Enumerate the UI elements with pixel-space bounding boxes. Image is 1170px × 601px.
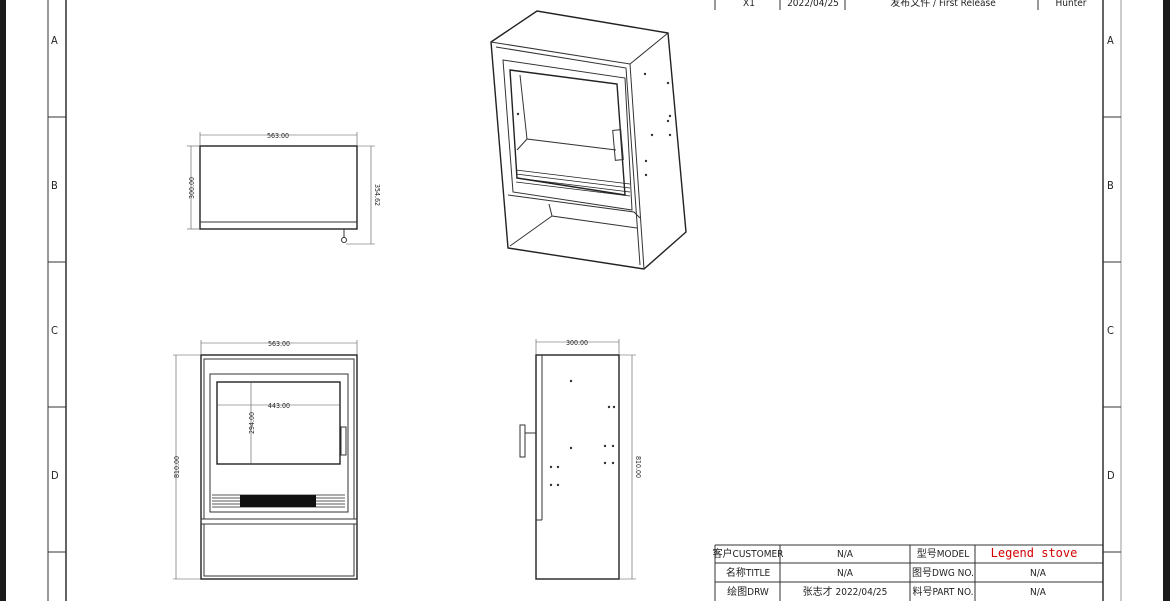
cad-drawing: A B C D A B C D X1 2022/04/25 发布文件 / Fir… <box>47 0 1122 601</box>
title-block: 客户CUSTOMER N/A 型号MODEL Legend stove 名称TI… <box>713 544 1103 601</box>
dimension-label: 300.00 <box>566 339 588 347</box>
model-value: Legend stove <box>991 546 1078 560</box>
top-view: 563.00 300.00 354.62 <box>187 132 381 245</box>
dimension-label: 443.00 <box>268 402 290 410</box>
model-label: 型号MODEL <box>917 547 969 560</box>
drw-label: 绘图DRW <box>727 585 769 598</box>
revision-author: Hunter <box>1056 0 1087 9</box>
dwg-no-label: 图号DWG NO. <box>912 567 974 579</box>
zone-label: A <box>1107 34 1114 47</box>
side-view: 300.00 810.00 <box>519 339 642 580</box>
title-value: N/A <box>837 568 854 579</box>
zone-label: C <box>1107 324 1114 337</box>
front-view: 563.00 810.00 443.00 294.00 <box>173 340 358 580</box>
revision-number: X1 <box>743 0 755 9</box>
customer-label: 客户CUSTOMER <box>713 547 784 560</box>
sheet-border: A B C D A B C D <box>47 0 1122 601</box>
isometric-view <box>490 10 687 270</box>
dimension-label: 294.00 <box>248 412 256 434</box>
zone-label: B <box>1107 179 1114 192</box>
title-label: 名称TITLE <box>726 566 771 579</box>
dimension-label: 563.00 <box>267 132 289 140</box>
part-no-value: N/A <box>1030 587 1047 598</box>
dimension-label: 810.00 <box>634 456 642 478</box>
zone-label: C <box>51 324 58 337</box>
dimension-label: 810.00 <box>173 456 181 478</box>
revision-date: 2022/04/25 <box>787 0 839 9</box>
drawing-sheet: A B C D A B C D X1 2022/04/25 发布文件 / Fir… <box>6 0 1163 601</box>
zone-label: A <box>51 34 58 47</box>
dwg-no-value: N/A <box>1030 568 1047 579</box>
dimension-label: 300.00 <box>188 177 196 199</box>
zone-label: D <box>1107 469 1115 482</box>
part-no-label: 料号PART NO. <box>912 585 973 598</box>
customer-value: N/A <box>837 549 854 560</box>
dimension-label: 563.00 <box>268 340 290 348</box>
revision-row: X1 2022/04/25 发布文件 / First Release Hunte… <box>714 0 1087 10</box>
revision-description: 发布文件 / First Release <box>890 0 996 9</box>
zone-label: B <box>51 179 58 192</box>
dimension-label: 354.62 <box>373 184 381 206</box>
drw-value: 张志才 2022/04/25 <box>803 585 888 598</box>
zone-label: D <box>51 469 59 482</box>
